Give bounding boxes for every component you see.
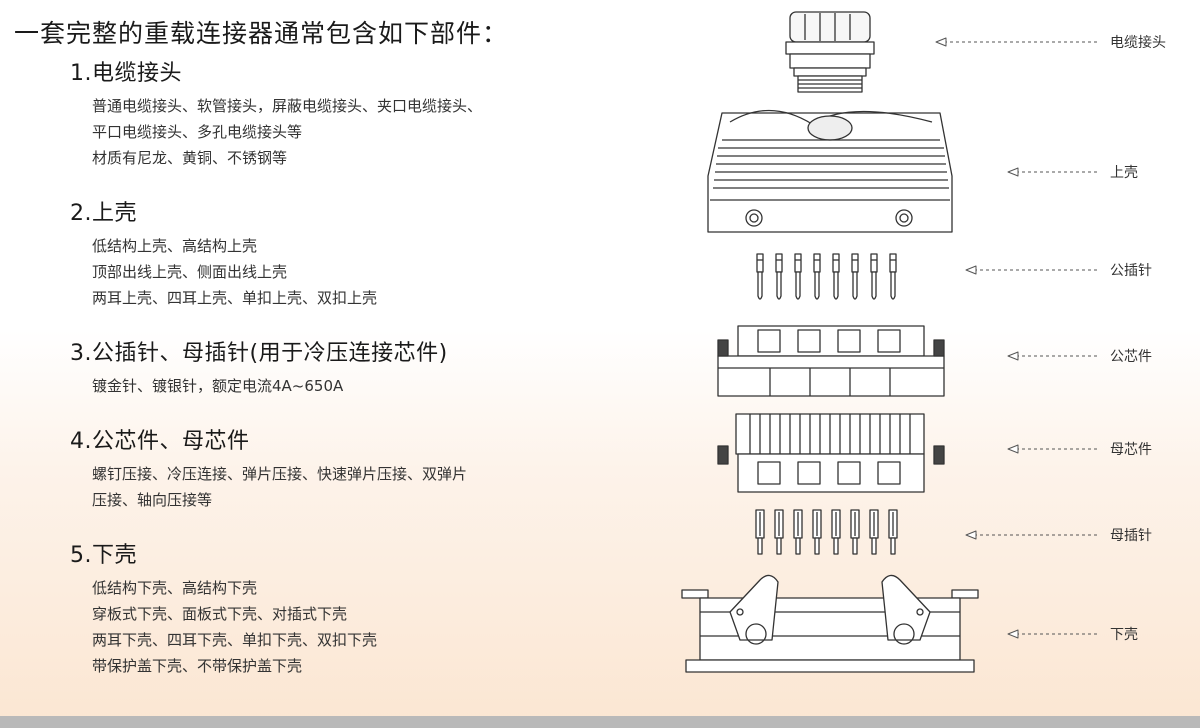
lower-housing-drawing [681,574,979,673]
section-lower-housing: 5.下壳 低结构下壳、高结构下壳 穿板式下壳、面板式下壳、对插式下壳 两耳下壳、… [70,537,377,679]
section-line: 两耳上壳、四耳上壳、单扣上壳、双扣上壳 [92,289,378,307]
section-line: 镀金针、镀银针，额定电流4A~650A [92,377,344,395]
section-line: 穿板式下壳、面板式下壳、对插式下壳 [92,605,348,623]
bottom-bar [0,716,1200,728]
callout-upper-housing: 上壳 [1110,165,1138,181]
section-upper-housing: 2.上壳 低结构上壳、高结构上壳 顶部出线上壳、侧面出线上壳 两耳上壳、四耳上壳… [70,195,377,311]
section-title: 1.电缆接头 [70,61,182,86]
section-line: 平口电缆接头、多孔电缆接头等 [92,123,303,141]
section-inserts: 4.公芯件、母芯件 螺钉压接、冷压连接、弹片压接、快速弹片压接、双弹片 压接、轴… [70,423,467,513]
callout-male-pins: 公插针 [1110,263,1152,279]
leader-arrowheads [935,37,1019,639]
callout-male-insert: 公芯件 [1110,349,1152,365]
section-title: 4.公芯件、母芯件 [70,429,250,454]
section-line: 普通电缆接头、软管接头，屏蔽电缆接头、夹口电缆接头、 [92,97,483,115]
section-line: 低结构上壳、高结构上壳 [92,237,258,255]
section-title: 2.上壳 [70,201,137,226]
section-title: 5.下壳 [70,543,137,568]
leader-lines [938,41,1098,635]
male-insert-drawing [717,325,945,397]
section-line: 材质有尼龙、黄铜、不锈钢等 [92,149,288,167]
callout-female-pins: 母插针 [1110,528,1152,544]
callout-female-insert: 母芯件 [1110,442,1152,458]
section-cable-gland: 1.电缆接头 普通电缆接头、软管接头，屏蔽电缆接头、夹口电缆接头、 平口电缆接头… [70,55,482,171]
male-pins-drawing [756,253,897,300]
cable-gland-drawing [785,11,875,93]
section-title: 3.公插针、母插针(用于冷压连接芯件) [70,341,448,366]
section-line: 带保护盖下壳、不带保护盖下壳 [92,657,303,675]
section-line: 顶部出线上壳、侧面出线上壳 [92,263,288,281]
upper-housing-drawing [707,109,953,233]
female-pins-drawing [755,509,898,555]
section-line: 压接、轴向压接等 [92,491,213,509]
main-title: 一套完整的重载连接器通常包含如下部件： [14,19,509,48]
callout-cable-gland: 电缆接头 [1110,35,1166,51]
section-line: 低结构下壳、高结构下壳 [92,579,258,597]
callout-lower-housing: 下壳 [1110,627,1138,643]
section-pins: 3.公插针、母插针(用于冷压连接芯件) 镀金针、镀银针，额定电流4A~650A [70,335,448,399]
female-insert-drawing [717,413,945,493]
exploded-diagram: 电缆接头 上壳 公插针 公芯件 母芯件 母插针 下壳 [660,0,1200,716]
section-line: 螺钉压接、冷压连接、弹片压接、快速弹片压接、双弹片 [92,465,468,483]
section-line: 两耳下壳、四耳下壳、单扣下壳、双扣下壳 [92,631,378,649]
